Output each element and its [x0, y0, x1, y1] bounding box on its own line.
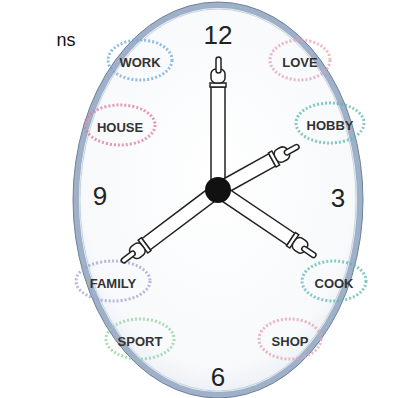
life-area-label: WORK: [119, 56, 160, 69]
life-area-label: SHOP: [272, 335, 309, 348]
hour-number: 6: [211, 364, 225, 390]
clock-face: [76, 5, 360, 395]
clock-hands: [117, 57, 320, 269]
life-area-label: LOVE: [282, 56, 317, 69]
life-area-label: SPORT: [118, 335, 163, 348]
life-area-label: COOK: [315, 277, 354, 290]
life-area-label: HOUSE: [97, 121, 143, 134]
hand-pivot: [205, 177, 231, 203]
hour-number: 12: [204, 22, 233, 48]
hour-number: 3: [331, 185, 345, 211]
life-area-label: HOBBY: [307, 119, 354, 132]
hour-number: 9: [93, 183, 107, 209]
word-rings: [76, 40, 366, 359]
clock-rim-inner: [80, 9, 356, 391]
cropped-text: ns: [56, 31, 75, 49]
life-area-label: FAMILY: [90, 277, 136, 290]
clock-rim: [73, 2, 363, 398]
